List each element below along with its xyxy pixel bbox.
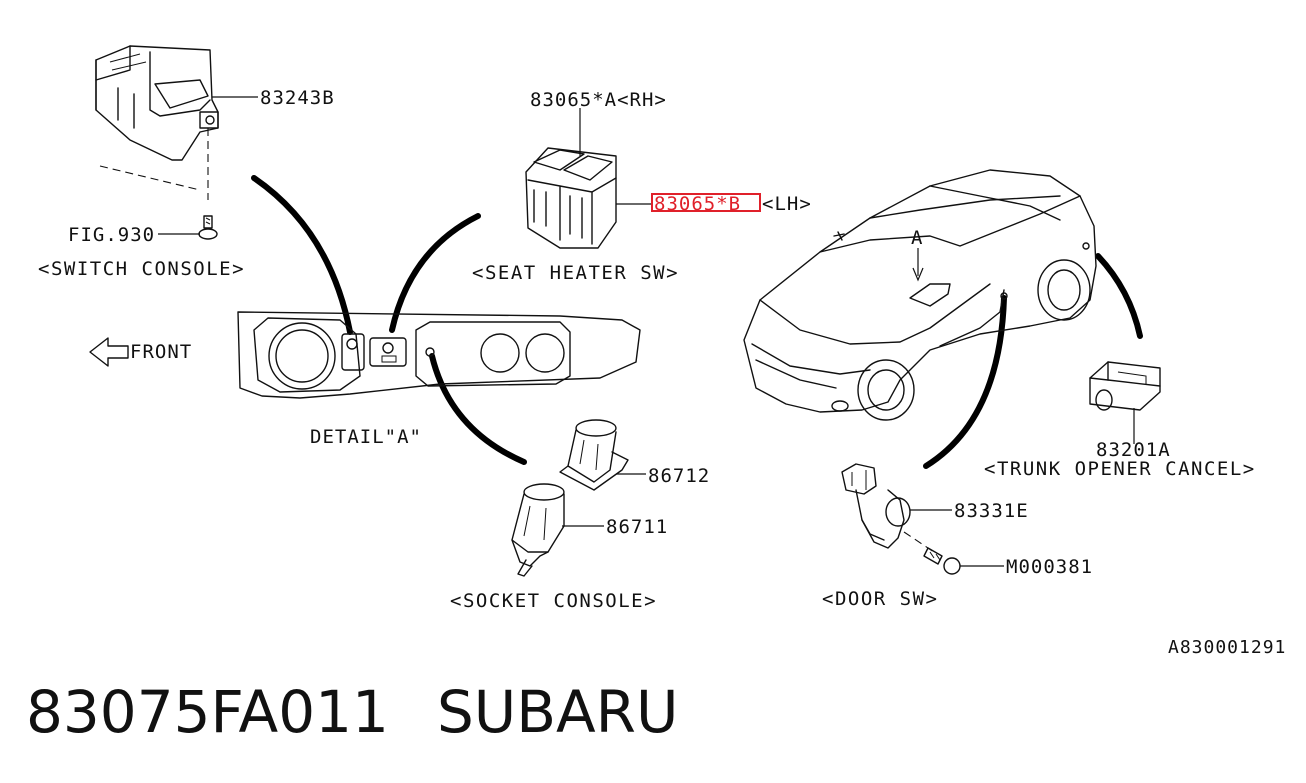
label-86712: 86712 — [648, 465, 710, 487]
guide-curve-seat-heater — [389, 213, 481, 333]
guide-curve-socket — [429, 353, 527, 465]
label-83065B[interactable]: 83065*B — [654, 193, 741, 215]
footer-part-number: 83075FA011 — [26, 678, 389, 746]
caption-detail-a: DETAIL"A" — [310, 426, 422, 448]
front-arrow-icon — [89, 337, 129, 367]
label-lh: <LH> — [762, 193, 812, 215]
caption-seat-heater-sw: <SEAT HEATER SW> — [472, 262, 679, 284]
switch-console-part — [95, 45, 219, 161]
switch-console-dash-lines — [99, 128, 209, 200]
seat-heater-switch-part — [525, 147, 617, 249]
trunk-opener-switch-part — [1089, 361, 1161, 411]
label-arrow-a: A — [911, 227, 923, 249]
guide-curve-trunk — [1095, 253, 1143, 339]
label-fig930[interactable]: FIG.930 — [68, 224, 155, 246]
caption-door-sw: <DOOR SW> — [822, 588, 938, 610]
label-83331E: 83331E — [954, 500, 1029, 522]
label-83201A: 83201A — [1096, 439, 1171, 461]
footer-brand: SUBARU — [436, 678, 679, 746]
door-switch-part — [841, 463, 911, 549]
vehicle-outline — [743, 169, 1097, 421]
label-m000381: M000381 — [1006, 556, 1093, 578]
footer-title: 83075FA011 SUBARU — [26, 678, 678, 746]
caption-switch-console: <SWITCH CONSOLE> — [38, 258, 245, 280]
guide-curve-door — [923, 295, 1007, 469]
arrow-a-indicator — [912, 248, 924, 282]
label-83065A-rh: 83065*A<RH> — [530, 89, 667, 111]
socket-86711-part — [511, 483, 565, 577]
screw-fig930 — [198, 215, 218, 240]
label-83243B: 83243B — [260, 87, 335, 109]
label-86711: 86711 — [606, 516, 668, 538]
door-switch-dash — [903, 531, 935, 553]
caption-trunk-opener-cancel: <TRUNK OPENER CANCEL> — [984, 458, 1256, 480]
drawing-code: A830001291 — [1168, 637, 1286, 658]
guide-curve-switch — [251, 175, 353, 335]
screw-m000381 — [923, 547, 961, 575]
center-console-part — [237, 311, 641, 399]
socket-86712-part — [559, 419, 629, 491]
caption-socket-console: <SOCKET CONSOLE> — [450, 590, 657, 612]
label-front: FRONT — [130, 341, 192, 363]
highlight-box-83065B[interactable] — [651, 193, 761, 212]
